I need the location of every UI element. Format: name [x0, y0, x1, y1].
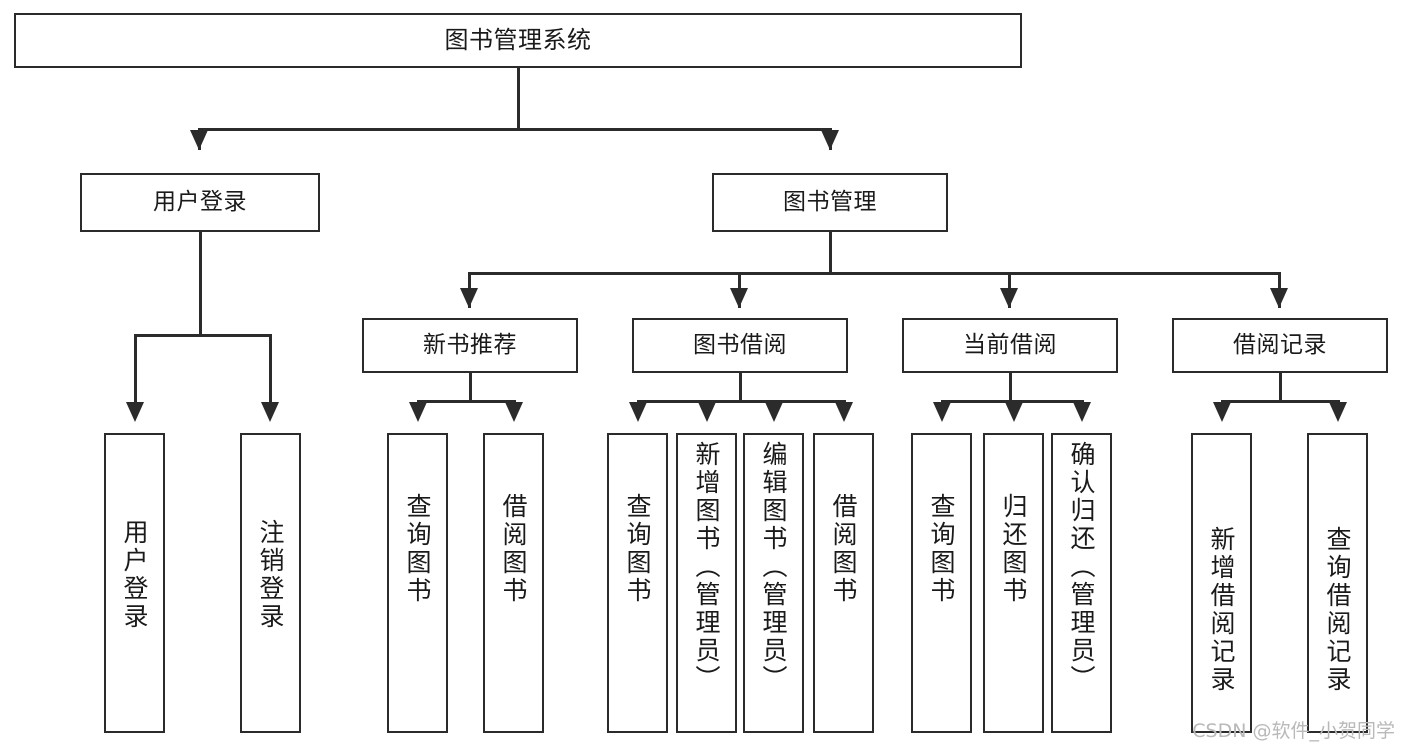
leaf-add-borrow-record[interactable]: 新增借阅记录: [1191, 433, 1252, 733]
node-label: 编辑图书（管理员）: [759, 441, 788, 693]
leaf-add-book-admin[interactable]: 新增图书（管理员）: [676, 433, 737, 733]
arrow-bb-to-edit: [765, 402, 783, 422]
node-label: 借阅图书: [499, 493, 528, 605]
connector-bb-bus: [637, 400, 845, 403]
node-label: 查询借阅记录: [1323, 526, 1352, 694]
node-new-book-recommend[interactable]: 新书推荐: [362, 318, 578, 373]
arrow-root-to-user-login: [190, 130, 208, 150]
connector-user-login-to-logout: [269, 334, 272, 414]
node-book-management[interactable]: 图书管理: [712, 173, 948, 232]
connector-user-login-to-login: [134, 334, 137, 414]
connector-root-stem: [517, 68, 520, 130]
arrow-bm-to-new-book: [460, 288, 478, 308]
arrow-nbr-to-borrow: [505, 402, 523, 422]
leaf-query-book-current[interactable]: 查询图书: [911, 433, 972, 733]
node-borrow-record[interactable]: 借阅记录: [1172, 318, 1388, 373]
arrow-cb-to-return: [1005, 402, 1023, 422]
connector-cb-bus: [941, 400, 1081, 403]
arrow-user-login-to-logout: [261, 402, 279, 422]
leaf-query-book-recommend[interactable]: 查询图书: [387, 433, 448, 733]
connector-cb-stem: [1009, 373, 1012, 403]
connector-user-login-stem: [199, 232, 202, 337]
node-book-borrow[interactable]: 图书借阅: [632, 318, 848, 373]
node-label: 查询图书: [927, 493, 956, 605]
node-label: 用户登录: [153, 189, 247, 216]
node-label: 用户登录: [120, 519, 149, 631]
leaf-borrow-book[interactable]: 借阅图书: [813, 433, 874, 733]
node-label: 确认归还（管理员）: [1067, 441, 1096, 693]
node-label: 新书推荐: [423, 332, 517, 359]
node-label: 借阅图书: [829, 493, 858, 605]
leaf-confirm-return-admin[interactable]: 确认归还（管理员）: [1051, 433, 1112, 733]
leaf-user-login[interactable]: 用户登录: [104, 433, 165, 733]
node-user-login[interactable]: 用户登录: [80, 173, 320, 232]
arrow-bb-to-borrow: [835, 402, 853, 422]
arrow-bm-to-book-borrow: [730, 288, 748, 308]
arrow-br-to-add: [1213, 402, 1231, 422]
arrow-bb-to-query: [629, 402, 647, 422]
connector-book-management-stem: [829, 232, 832, 274]
connector-bb-stem: [739, 373, 742, 403]
leaf-logout[interactable]: 注销登录: [240, 433, 301, 733]
connector-nbr-bus: [417, 400, 515, 403]
arrow-cb-to-query: [933, 402, 951, 422]
arrow-bm-to-borrow-record: [1270, 288, 1288, 308]
arrow-bm-to-current-borrow: [1000, 288, 1018, 308]
node-label: 查询图书: [623, 493, 652, 605]
connector-br-stem: [1279, 373, 1282, 403]
node-root-book-management-system[interactable]: 图书管理系统: [14, 13, 1022, 68]
connector-br-bus: [1221, 400, 1339, 403]
leaf-query-book-borrow[interactable]: 查询图书: [607, 433, 668, 733]
arrow-bb-to-add: [698, 402, 716, 422]
node-label: 新增图书（管理员）: [692, 441, 721, 693]
node-label: 图书借阅: [693, 332, 787, 359]
node-label: 借阅记录: [1233, 332, 1327, 359]
leaf-borrow-book-recommend[interactable]: 借阅图书: [483, 433, 544, 733]
connector-user-login-bus: [134, 334, 271, 337]
arrow-nbr-to-query: [409, 402, 427, 422]
node-label: 归还图书: [999, 493, 1028, 605]
arrow-root-to-book-management: [821, 130, 839, 150]
arrow-user-login-to-login: [126, 402, 144, 422]
arrow-br-to-query: [1329, 402, 1347, 422]
leaf-edit-book-admin[interactable]: 编辑图书（管理员）: [743, 433, 804, 733]
arrow-cb-to-confirm: [1073, 402, 1091, 422]
connector-root-bus: [198, 128, 832, 131]
connector-book-management-bus: [468, 272, 1280, 275]
csdn-watermark: CSDN @软件_小贺同学: [1192, 720, 1395, 742]
node-label: 查询图书: [403, 493, 432, 605]
node-label: 注销登录: [256, 519, 285, 631]
leaf-query-borrow-record[interactable]: 查询借阅记录: [1307, 433, 1368, 733]
node-label: 图书管理: [783, 189, 877, 216]
leaf-return-book[interactable]: 归还图书: [983, 433, 1044, 733]
node-label: 图书管理系统: [444, 25, 592, 54]
node-label: 新增借阅记录: [1207, 526, 1236, 694]
connector-nbr-stem: [469, 373, 472, 403]
node-current-borrow[interactable]: 当前借阅: [902, 318, 1118, 373]
node-label: 当前借阅: [963, 332, 1057, 359]
